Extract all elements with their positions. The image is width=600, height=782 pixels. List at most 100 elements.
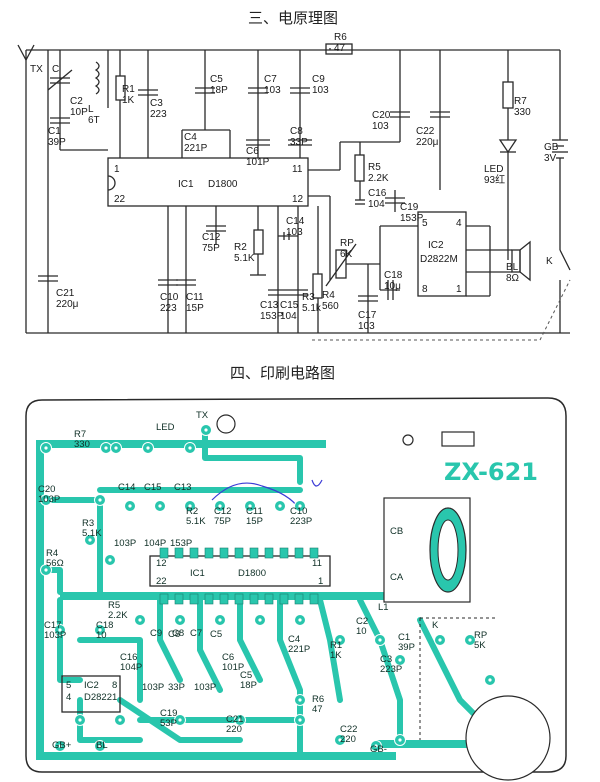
pcb-ref-led: LED xyxy=(156,422,175,433)
pcb-value: 103P xyxy=(38,494,60,505)
pcb-value: 18P xyxy=(240,680,257,691)
pcb-ref-c13: C13 xyxy=(174,482,191,493)
pcb-value: 47 xyxy=(312,704,323,715)
pcb-ic1-ref: IC1 xyxy=(190,568,205,579)
pcb-pad-hole xyxy=(204,428,208,432)
component-value-rp: 6K xyxy=(340,249,353,260)
component-ref-c11: C11 xyxy=(186,292,204,303)
pcb-ref-c12: C12 xyxy=(214,506,231,517)
pcb-pad-hole xyxy=(298,504,302,508)
pcb-value: 5.1K xyxy=(186,516,206,527)
pcb-ref-c2: C2 xyxy=(356,616,368,627)
antenna-label: TX xyxy=(30,64,43,75)
component-value-gb: 3V xyxy=(544,153,557,164)
pcb-ref-k: K xyxy=(432,620,439,631)
pcb-pad-hole xyxy=(114,446,118,450)
component-ref-c15: C15 xyxy=(280,300,299,311)
pcb-value: 101P xyxy=(222,662,244,673)
pcb-ref-r6: R6 xyxy=(312,694,324,705)
pcb-pad-hole xyxy=(298,618,302,622)
pcb-value: 10 xyxy=(96,630,107,641)
pcb-ic1-pin: 22 xyxy=(156,576,167,587)
pcb-ic2-pin: 8 xyxy=(112,680,117,691)
pcb-value: 56Ω xyxy=(46,558,64,569)
component-ref-r2: R2 xyxy=(234,242,247,253)
pcb-pad-hole xyxy=(88,538,92,542)
pcb-value: 39P xyxy=(398,642,415,653)
pcb-pad-hole xyxy=(44,498,48,502)
ic2-part: D2822M xyxy=(420,254,458,265)
pcb-ref-r2: R2 xyxy=(186,506,198,517)
pcb-value: 104P xyxy=(144,538,166,549)
pcb-value: 221P xyxy=(288,644,310,655)
pcb-ic1-pad xyxy=(204,593,214,605)
component-ref-c6: C6 xyxy=(246,146,259,157)
component-ref-c7: C7 xyxy=(264,74,277,85)
pcb-pad-hole xyxy=(188,446,192,450)
pcb-pad-hole xyxy=(238,718,242,722)
pcb-pad-hole xyxy=(108,558,112,562)
component-value-c6: 101P xyxy=(246,157,270,168)
pcb-pad-hole xyxy=(298,698,302,702)
component-value-r4: 560 xyxy=(322,301,339,312)
pcb-pad-hole xyxy=(188,504,192,508)
pcb-pad-hole xyxy=(298,718,302,722)
pcb-ic1-pad xyxy=(309,547,319,559)
pcb-ref-c8: C8 xyxy=(168,629,180,640)
pcb-pad-hole xyxy=(488,678,492,682)
component-ref-r6: R6 xyxy=(334,32,347,43)
pcb-pad-hole xyxy=(128,504,132,508)
component-value-c7: 103 xyxy=(264,85,281,96)
pcb-ref-c1: C1 xyxy=(398,632,410,643)
ic1-part: D1800 xyxy=(208,179,238,190)
copper-top-bar xyxy=(36,440,326,448)
ic1-pin: 1 xyxy=(114,164,120,175)
pcb-pad-hole xyxy=(58,628,62,632)
pcb-ref-c19: C19 xyxy=(160,708,177,719)
component-value-r7: 330 xyxy=(514,107,531,118)
pcb-ref-c6: C6 xyxy=(222,652,234,663)
schematic-title: 三、电原理图 xyxy=(248,9,339,27)
pcb-pad-hole xyxy=(438,638,442,642)
pcb-ref-c14: C14 xyxy=(118,482,135,493)
pcb-pad-hole xyxy=(98,744,102,748)
pcb-value: 5K xyxy=(474,640,486,651)
component-value-c14: 103 xyxy=(286,227,303,238)
pcb-ref-c22: C22 xyxy=(340,724,357,735)
pcb-ic1-pad xyxy=(309,593,319,605)
handwritten-mark xyxy=(211,482,301,511)
pcb-ic1-pad xyxy=(279,593,289,605)
component-ref-c3: C3 xyxy=(150,98,163,109)
component-value-c12: 75P xyxy=(202,243,220,254)
pcb-ref-l1: L1 xyxy=(378,602,389,613)
pcb-ref-r5: R5 xyxy=(108,600,120,611)
pcb-value: 153P xyxy=(170,538,192,549)
ic2-ref: IC2 xyxy=(428,240,444,251)
component-ref-c1: C1 xyxy=(48,126,61,137)
pcb-ref-r3: R3 xyxy=(82,518,94,529)
pcb-title: 四、印刷电路图 xyxy=(230,364,336,382)
pcb-ref-c15: C15 xyxy=(144,482,161,493)
pcb-ic2-pin: 1 xyxy=(112,692,117,703)
pcb-ic1-pad xyxy=(264,547,274,559)
copper-right-rail xyxy=(376,740,548,748)
pcb-ic1-pad xyxy=(189,593,199,605)
component-ref-c4: C4 xyxy=(184,132,197,143)
pcb-ref-tx: TX xyxy=(196,410,209,421)
component-value-r1: 1K xyxy=(122,95,135,106)
component-ref-bl: BL xyxy=(506,262,519,273)
component-value-c13: 153P xyxy=(260,311,284,322)
pcb-ic1-pad xyxy=(249,593,259,605)
pcb-ic1-part: D1800 xyxy=(238,568,266,579)
component-ref-c5: C5 xyxy=(210,74,223,85)
pcb-ic1-pad xyxy=(219,547,229,559)
pcb-ic1-pin: 1 xyxy=(318,576,323,587)
component-value-r2: 5.1K xyxy=(234,253,255,264)
component-ref-r4: R4 xyxy=(322,290,335,301)
pcb-ref-gbminus: GB- xyxy=(370,744,387,755)
component-ref-c2: C2 xyxy=(70,96,83,107)
component-value-c21: 220μ xyxy=(56,299,79,310)
component-ref-led: LED xyxy=(484,164,503,175)
pcb-ic2-pin: 5 xyxy=(66,680,71,691)
pcb-ic1-pad xyxy=(234,547,244,559)
